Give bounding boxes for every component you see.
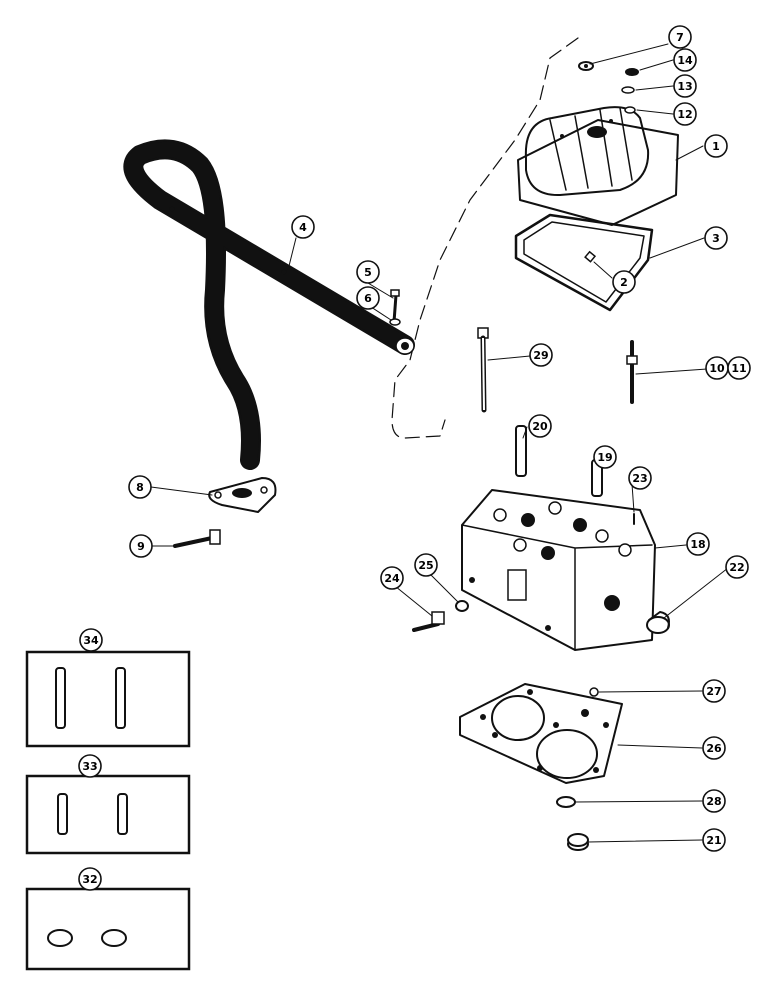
svg-text:22: 22: [729, 561, 744, 574]
callout-27: 27: [702, 679, 726, 703]
o-ring: [589, 687, 599, 697]
expansion-plug: [646, 611, 670, 634]
svg-text:19: 19: [597, 451, 612, 464]
svg-text:25: 25: [418, 559, 433, 572]
svg-text:27: 27: [706, 685, 721, 698]
svg-text:7: 7: [676, 31, 684, 44]
callout-21: 21: [702, 828, 726, 852]
callout-34: 34: [79, 628, 103, 652]
callout-32: 32: [78, 867, 102, 891]
svg-text:5: 5: [364, 266, 372, 279]
svg-text:2: 2: [620, 276, 628, 289]
fitting: [412, 611, 445, 632]
svg-text:33: 33: [82, 760, 97, 773]
callout-28: 28: [702, 789, 726, 813]
svg-text:3: 3: [712, 232, 720, 245]
leader-lines: [150, 43, 729, 843]
callout-18: 18: [686, 532, 710, 556]
callout-4: 4: [291, 215, 315, 239]
callout-19: 19: [593, 445, 617, 469]
seal-ring: [556, 796, 576, 808]
breather-tube: [123, 139, 415, 470]
callout-10: 10: [705, 356, 729, 380]
rocker-stud: [626, 340, 638, 404]
svg-text:29: 29: [533, 349, 548, 362]
svg-text:6: 6: [364, 292, 372, 305]
svg-text:13: 13: [677, 80, 692, 93]
svg-text:10: 10: [709, 362, 725, 375]
callout-12: 12: [673, 102, 697, 126]
svg-text:24: 24: [384, 572, 400, 585]
cylinder-head: [461, 489, 656, 651]
svg-text:28: 28: [706, 795, 721, 808]
valve-guide: [515, 425, 527, 477]
callout-5: 5: [356, 260, 380, 284]
svg-text:12: 12: [677, 108, 692, 121]
callout-33: 33: [78, 754, 102, 778]
callout-9: 9: [129, 534, 153, 558]
grommet-12: [624, 106, 636, 114]
svg-text:14: 14: [677, 54, 693, 67]
valve-cover: [517, 106, 679, 226]
callout-20: 20: [528, 414, 552, 438]
callout-7: 7: [668, 25, 692, 49]
svg-text:21: 21: [706, 834, 721, 847]
callout-13: 13: [673, 74, 697, 98]
callout-8: 8: [128, 475, 152, 499]
insert-ring: [567, 833, 589, 851]
callout-11: 11: [727, 356, 751, 380]
sealing-washer: [455, 600, 469, 612]
svg-text:26: 26: [706, 742, 722, 755]
svg-text:1: 1: [712, 140, 720, 153]
callout-14: 14: [673, 48, 697, 72]
screw-and-washer: [389, 289, 401, 326]
inset-box-34: [25, 650, 191, 748]
svg-text:18: 18: [690, 538, 705, 551]
callout-29: 29: [529, 343, 553, 367]
callout-23: 23: [628, 466, 652, 490]
svg-text:8: 8: [136, 481, 144, 494]
callout-2: 2: [612, 270, 636, 294]
callout-3: 3: [704, 226, 728, 250]
svg-text:9: 9: [137, 540, 145, 553]
grommet: [584, 250, 597, 263]
cover-gasket: [514, 213, 654, 312]
callout-26: 26: [702, 736, 726, 760]
flange-bolt: [173, 529, 221, 548]
inset-box-32: [25, 887, 191, 971]
svg-text:23: 23: [632, 472, 647, 485]
head-bolt: [477, 327, 489, 413]
callout-1: 1: [704, 134, 728, 158]
callout-25: 25: [414, 553, 438, 577]
svg-text:4: 4: [299, 221, 307, 234]
svg-text:32: 32: [82, 873, 97, 886]
nut-14: [625, 68, 639, 76]
callout-6: 6: [356, 286, 380, 310]
tube-flange: [208, 477, 277, 513]
inset-box-33: [25, 774, 191, 855]
svg-text:11: 11: [731, 362, 746, 375]
svg-text:20: 20: [532, 420, 548, 433]
svg-text:34: 34: [83, 634, 99, 647]
washer-13: [621, 86, 635, 94]
head-gasket: [459, 683, 623, 784]
callout-24: 24: [380, 566, 404, 590]
callout-22: 22: [725, 555, 749, 579]
